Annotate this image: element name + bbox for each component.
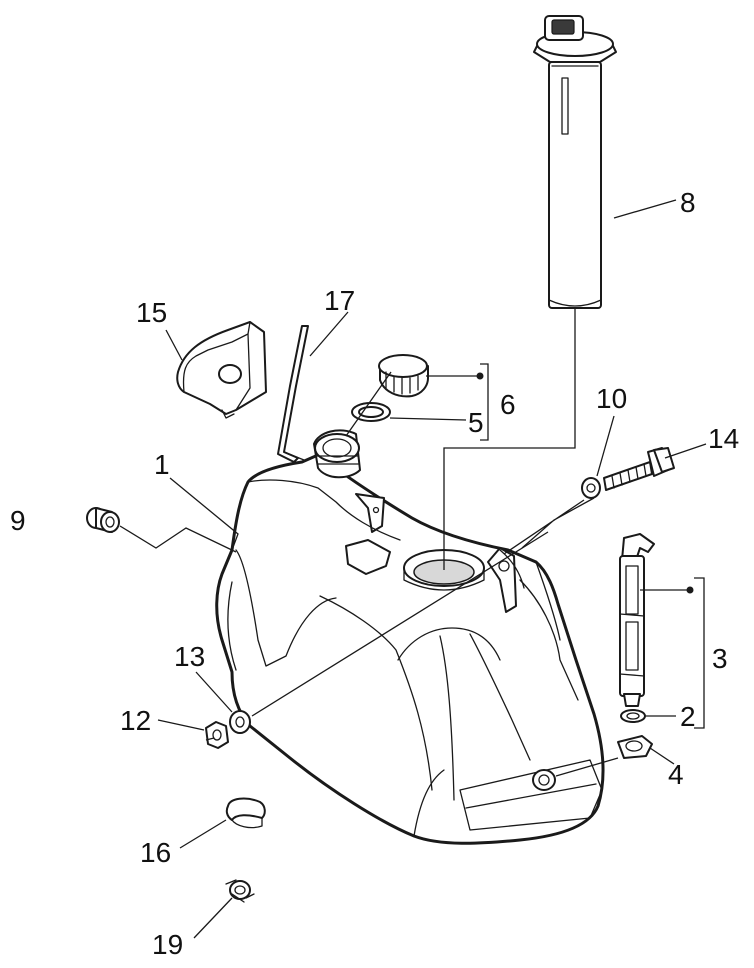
callout-2: 2	[680, 701, 696, 732]
part-14-bolt	[603, 447, 675, 491]
part-2-o-ring	[620, 709, 646, 723]
part-10-washer	[581, 477, 601, 499]
callout-16: 16	[140, 837, 171, 868]
part-15-cover	[176, 321, 267, 419]
callout-5: 5	[468, 407, 484, 438]
bracket-bullet-3	[686, 586, 694, 594]
leader-lines	[119, 199, 707, 939]
callout-10: 10	[596, 383, 627, 414]
bracket-bullet-6	[476, 372, 484, 380]
callout-14: 14	[708, 423, 739, 454]
part-8-fuel-level-sender	[533, 15, 617, 309]
part-6-fuel-cap	[378, 354, 429, 398]
part-19-small-clip	[225, 879, 255, 903]
callout-labels: 1 2 3 4 5 6 8 9 10 12 13 14 15 16 17 19	[10, 187, 739, 960]
callout-13: 13	[174, 641, 205, 672]
callout-19: 19	[152, 929, 183, 960]
callout-1: 1	[154, 449, 170, 480]
callout-12: 12	[120, 705, 151, 736]
callout-3: 3	[712, 643, 728, 674]
part-12-nut	[205, 721, 229, 749]
callout-17: 17	[324, 285, 355, 316]
part-3-fuel-filter	[619, 533, 655, 707]
callout-15: 15	[136, 297, 167, 328]
callout-8: 8	[680, 187, 696, 218]
part-1-fuel-tank	[215, 429, 605, 845]
part-9-grommet	[86, 507, 120, 533]
part-17-breather-hose	[277, 325, 309, 463]
part-4-ring-nut	[617, 735, 653, 759]
part-16-hose-clip	[225, 797, 266, 829]
part-13-washer	[229, 710, 251, 734]
callout-9: 9	[10, 505, 26, 536]
callout-4: 4	[668, 759, 684, 790]
callout-6: 6	[500, 389, 516, 420]
